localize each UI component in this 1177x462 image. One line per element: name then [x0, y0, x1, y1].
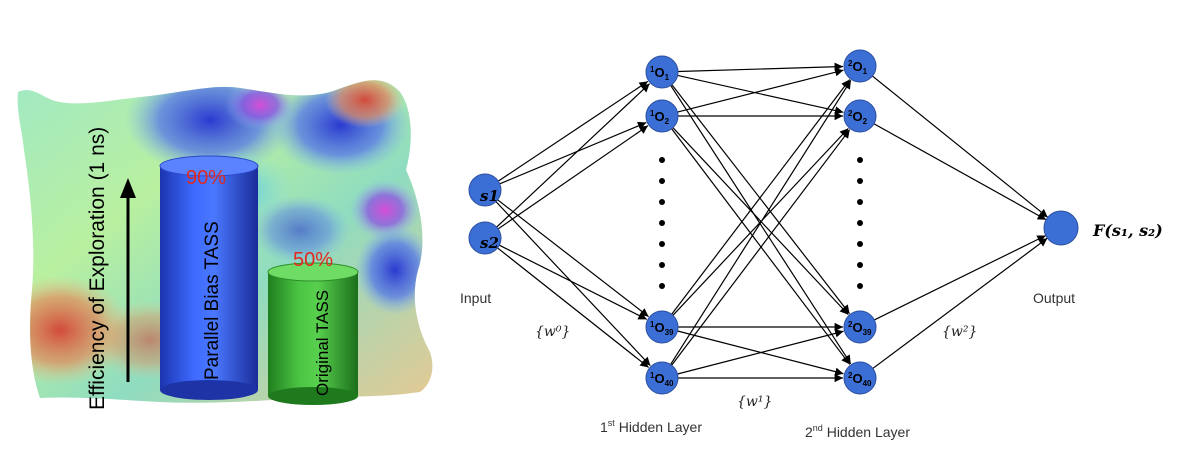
- bar-label-original-tass: Original TASS: [313, 290, 332, 396]
- input-node-1: [468, 173, 502, 207]
- layer1-node-3-label: 1O39: [650, 320, 674, 337]
- layer2-ellipsis-dot: [857, 199, 863, 205]
- output-function-label: F(s₁, s₂): [1092, 221, 1163, 240]
- bar-value-original-tass: 50%: [293, 249, 333, 271]
- bar-value-parallel-bias-tass: 90%: [186, 167, 226, 189]
- layer1-node-4-label: 1O40: [650, 371, 674, 388]
- edge-l2-0-to-output: [872, 75, 1049, 218]
- input-node-label-s1: s1: [480, 187, 499, 205]
- edge-l2-2-to-output: [874, 234, 1047, 321]
- layer2-node-2: [843, 99, 877, 133]
- input-node-label-s2: s2: [480, 234, 499, 252]
- layer1-ellipsis-dot: [659, 178, 665, 184]
- layer2-ellipsis-dot: [857, 178, 863, 184]
- layer1-node-1: [645, 55, 679, 89]
- edge-l2-1-to-output: [873, 123, 1047, 221]
- edge-l1-0-to-l2-1: [677, 74, 844, 115]
- edge-input-1-to-l1-2: [499, 244, 648, 320]
- layer1-ellipsis-dot: [659, 283, 665, 289]
- edge-l1-0-to-l2-2: [671, 84, 851, 314]
- bar-label-parallel-bias-tass: Parallel Bias TASS: [202, 221, 223, 380]
- edge-input-0-to-l1-3: [495, 201, 651, 367]
- edge-l2-3-to-output: [872, 237, 1048, 369]
- weight-label-w0: {w⁰}: [535, 324, 570, 340]
- y-axis-label: Efficiency of Exploration (1 ns): [86, 127, 109, 410]
- edge-l1-3-to-l2-1: [671, 129, 851, 366]
- edge-l1-1-to-l2-0: [677, 68, 844, 113]
- layer1-node-1-label: 1O1: [650, 65, 670, 82]
- layer1-caption: 1st Hidden Layer: [600, 418, 702, 435]
- layer2-ellipsis-dot: [857, 283, 863, 289]
- weight-label-w1: {w¹}: [737, 394, 772, 410]
- layer2-node-4: [843, 361, 877, 395]
- layer1-node-2: [645, 99, 679, 133]
- layer1-node-3: [645, 310, 679, 344]
- layer2-ellipsis-dot: [857, 157, 863, 163]
- layer1-ellipsis-dot: [659, 157, 665, 163]
- connections: [495, 62, 1049, 383]
- edge-input-1-to-l1-3: [497, 247, 650, 368]
- layer2-node-2-label: 2O2: [848, 109, 868, 126]
- edge-input-0-to-l1-1: [499, 121, 647, 185]
- edge-l1-0-to-l2-0: [677, 62, 844, 73]
- edge-l1-3-to-l2-2: [677, 329, 844, 375]
- neural-network-diagram: 1O1 1O2 1O39 1O40 2O1 2O2 2O39 2O40 s1 s2 F(s₁,…: [450, 0, 1177, 457]
- ellipsis-dots: [659, 157, 863, 289]
- layer1-node-4: [645, 361, 679, 395]
- input-node-2: [468, 221, 502, 255]
- layer2-node-1: [843, 49, 877, 83]
- output-label: Output: [1033, 290, 1075, 306]
- edge-input-1-to-l1-0: [496, 83, 651, 228]
- edge-input-0-to-l1-2: [497, 199, 649, 318]
- edge-l1-2-to-l2-0: [671, 79, 851, 315]
- layer2-ellipsis-dot: [857, 241, 863, 247]
- layer2-node-3-label: 2O39: [848, 320, 872, 337]
- layer2-ellipsis-dot: [857, 220, 863, 226]
- layer2-caption: 2nd Hidden Layer: [805, 423, 910, 440]
- bar-original-tass: [267, 262, 359, 405]
- edge-l1-3-to-l2-0: [670, 80, 852, 365]
- weight-label-w2: {w²}: [942, 324, 977, 340]
- layer1-ellipsis-dot: [659, 220, 665, 226]
- layer2-node-4-label: 2O40: [848, 371, 872, 388]
- nodes: 1O1 1O2 1O39 1O40 2O1 2O2 2O39 2O40: [468, 49, 1079, 395]
- layer2-ellipsis-dot: [857, 262, 863, 268]
- layer2-node-3: [843, 310, 877, 344]
- layer1-ellipsis-dot: [659, 199, 665, 205]
- layer2-node-1-label: 2O1: [848, 59, 868, 76]
- output-node: [1043, 210, 1079, 246]
- edge-input-0-to-l1-0: [497, 80, 649, 182]
- exploration-bar-graphic: Efficiency of Exploration (1 ns) Paralle…: [0, 0, 450, 457]
- network-svg: 1O1 1O2 1O39 1O40 2O1 2O2 2O39 2O40 s1 s2 F(s₁,…: [460, 49, 1163, 440]
- layer1-node-2-label: 1O2: [650, 109, 670, 126]
- layer1-ellipsis-dot: [659, 241, 665, 247]
- edge-input-1-to-l1-1: [497, 125, 649, 230]
- layer1-ellipsis-dot: [659, 262, 665, 268]
- y-axis-arrow: [120, 178, 136, 382]
- edge-l1-0-to-l2-3: [670, 85, 852, 365]
- energy-surface-chart: Efficiency of Exploration (1 ns) Paralle…: [17, 80, 433, 410]
- input-label: Input: [460, 290, 491, 306]
- bar-parallel-bias-tass: [159, 155, 259, 400]
